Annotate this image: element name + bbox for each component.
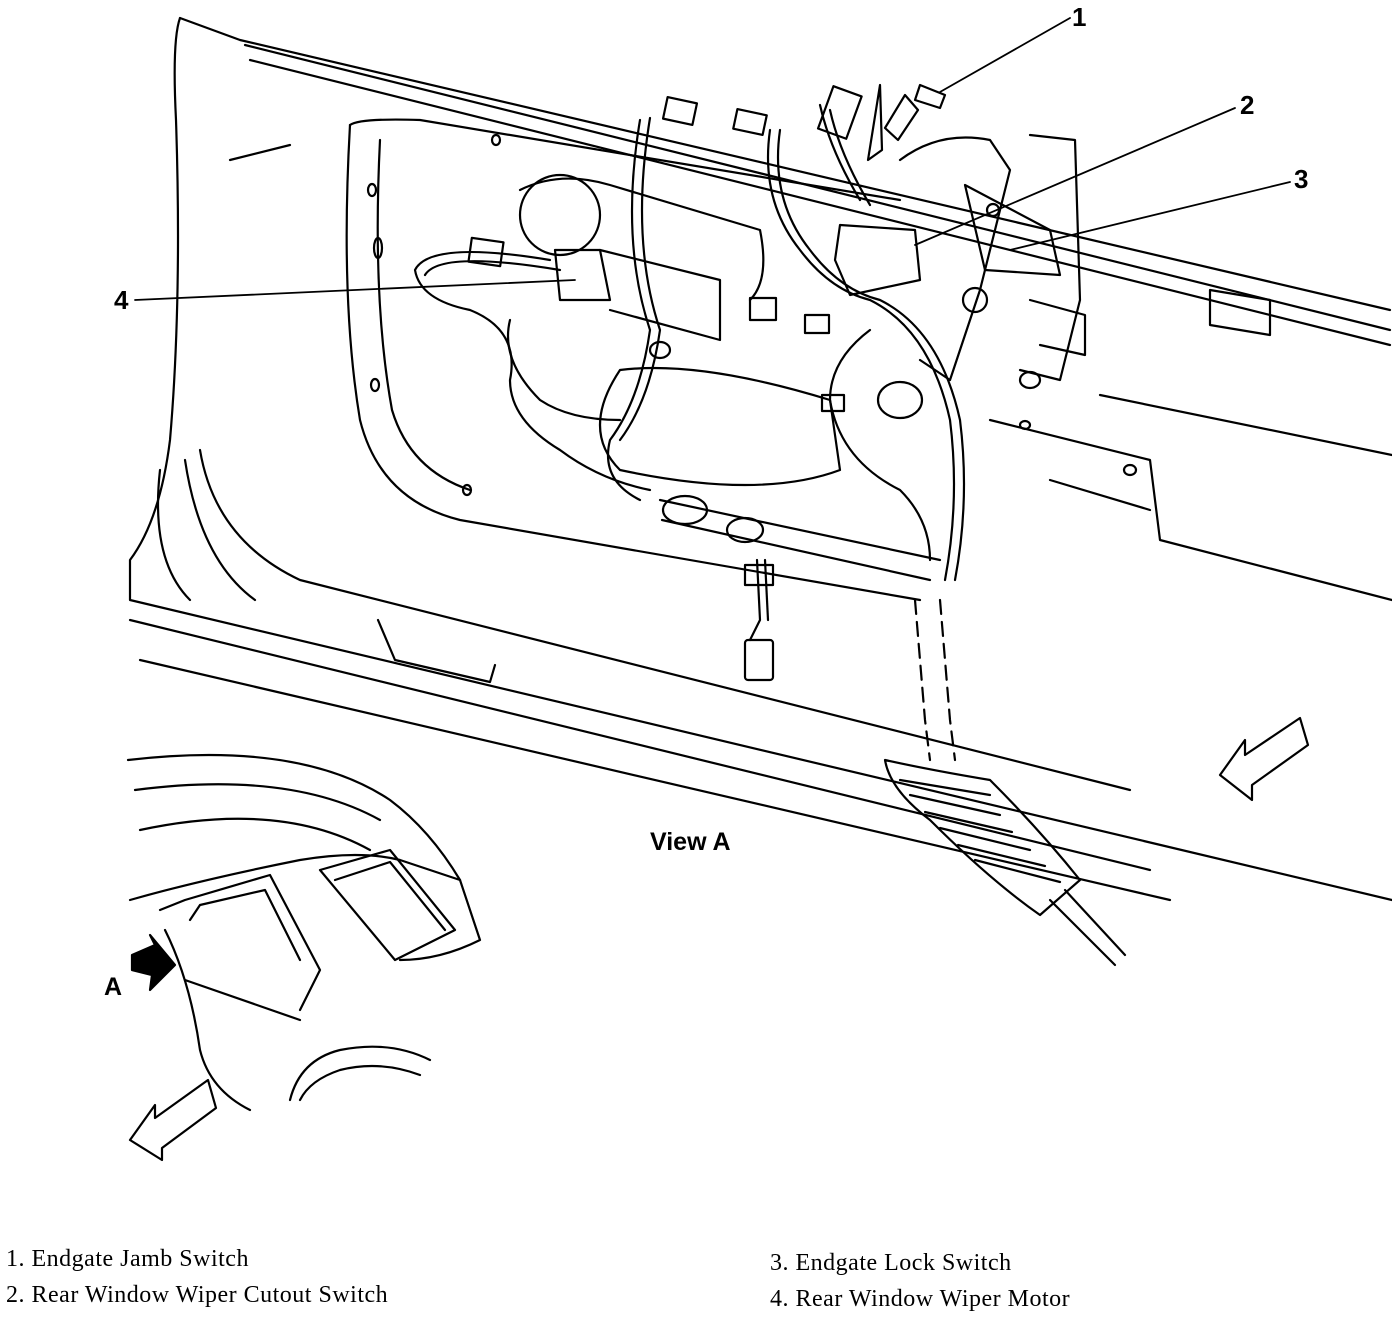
- view-a-marker-arrow: [130, 933, 177, 992]
- mounting-holes: [366, 133, 1138, 497]
- endgate-latch-assembly: [833, 133, 1087, 382]
- endgate-wiring-diagram: 1 2 3 4 View A A: [104, 2, 1392, 1162]
- pigtail-connector: [743, 558, 775, 682]
- rear-window-wiper-motor: [518, 173, 924, 487]
- legend-item-1: 1. Endgate Jamb Switch: [6, 1246, 249, 1272]
- harness-connectors: [467, 85, 863, 413]
- callout-2: 2: [1240, 90, 1254, 120]
- legend: 1. Endgate Jamb Switch 2. Rear Window Wi…: [0, 1236, 1392, 1316]
- callout-3: 3: [1294, 164, 1308, 194]
- legend-item-3: 3. Endgate Lock Switch: [770, 1250, 1012, 1276]
- callout-leaders: [134, 17, 1291, 301]
- callout-4: 4: [114, 285, 129, 315]
- vehicle-inset: [126, 753, 482, 1112]
- harness-grommet: [883, 598, 1127, 967]
- callout-1: 1: [1072, 2, 1086, 32]
- endgate-jamb-switch: [866, 83, 947, 162]
- view-marker-letter: A: [104, 973, 122, 1001]
- direction-arrow-left: [128, 1078, 218, 1162]
- endgate-panel: [128, 16, 1392, 902]
- wiring-harness: [413, 103, 966, 582]
- direction-arrow-right: [1218, 716, 1310, 802]
- endgate-inner-opening: [345, 118, 1392, 602]
- view-label: View A: [650, 828, 731, 856]
- legend-item-2: 2. Rear Window Wiper Cutout Switch: [6, 1282, 389, 1308]
- legend-item-4: 4. Rear Window Wiper Motor: [770, 1286, 1071, 1312]
